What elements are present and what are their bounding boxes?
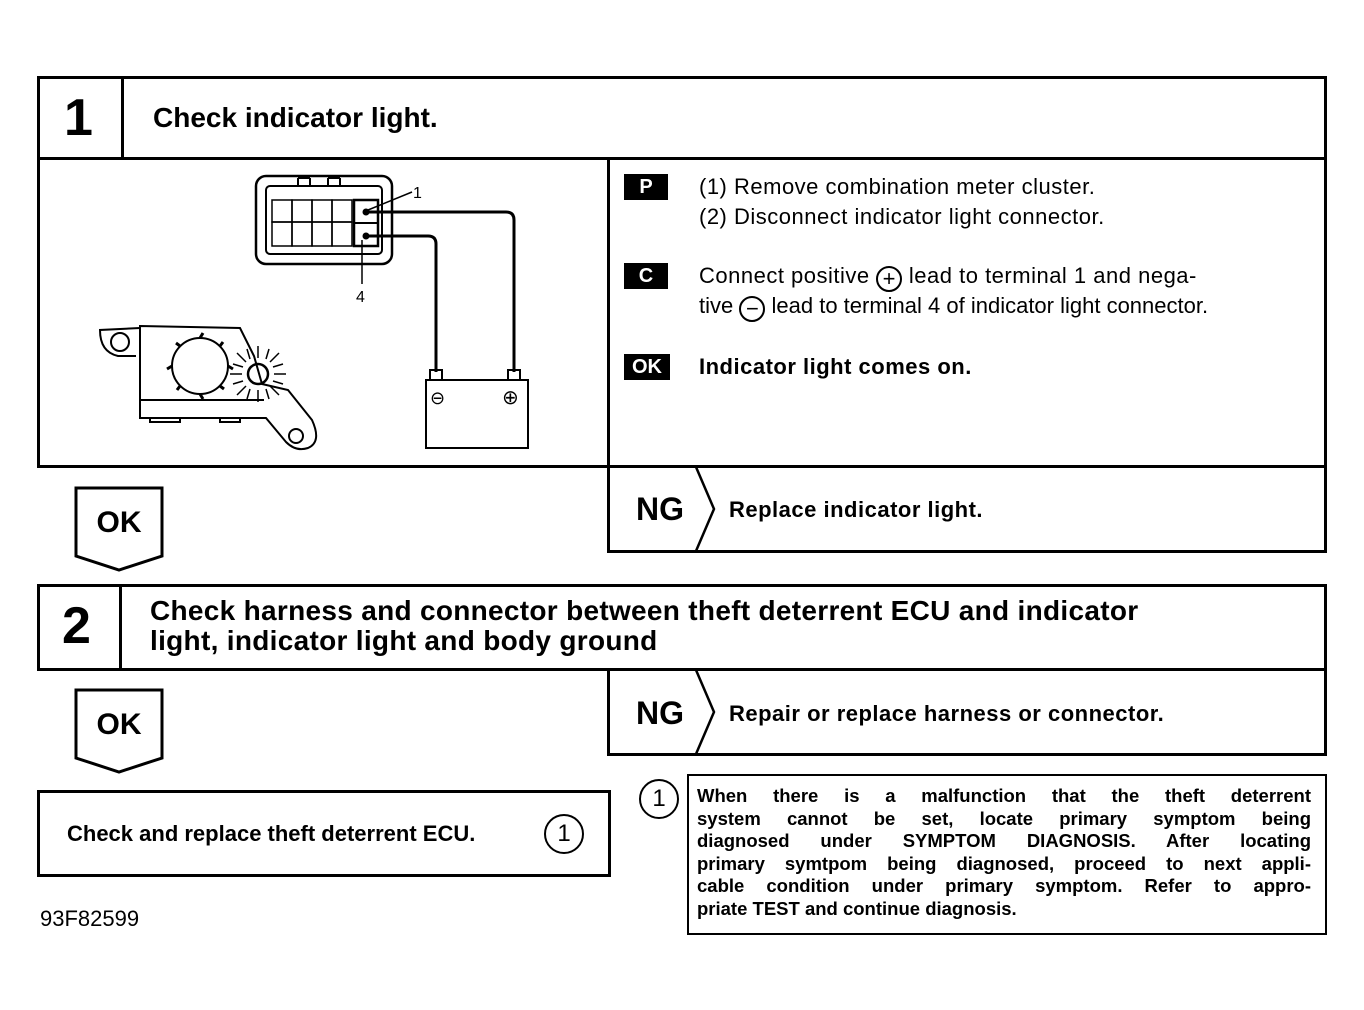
positive-wire bbox=[368, 210, 516, 372]
c-line2-a: tive bbox=[699, 293, 734, 318]
ok-text: Indicator light comes on. bbox=[699, 354, 972, 379]
step1-number: 1 bbox=[64, 89, 93, 147]
step1-ok-label: OK bbox=[96, 506, 142, 539]
note-line6: priate TEST and continue diagnosis. bbox=[697, 897, 1017, 919]
tag-p: P bbox=[624, 174, 668, 200]
battery-pos-symbol: ⊕ bbox=[502, 385, 519, 409]
final-ref-circle: 1 bbox=[544, 814, 584, 854]
final-action-box bbox=[37, 790, 611, 877]
battery bbox=[425, 379, 529, 449]
terminal-1-label: 1 bbox=[413, 185, 422, 202]
step2-ng-label: NG bbox=[636, 695, 684, 731]
indicator-light-assembly bbox=[98, 324, 318, 451]
step2-ng-box bbox=[607, 668, 1327, 756]
negative-wire bbox=[368, 234, 438, 372]
step1-ng-chevron bbox=[694, 467, 716, 551]
note-line3: diagnosed under SYMPTOM DIAGNOSIS. After… bbox=[697, 830, 1311, 851]
step2-title-line2: light, indicator light and body ground bbox=[150, 625, 658, 656]
c-line2-b: lead to terminal 4 of indicator light co… bbox=[771, 293, 1209, 318]
note-line5: cable condition under primary symptom. R… bbox=[697, 875, 1311, 896]
step2-ng-text: Repair or replace harness or connector. bbox=[729, 701, 1165, 726]
step1-ng-box bbox=[607, 465, 1327, 553]
tag-c: C bbox=[624, 263, 668, 289]
c-line1-a: Connect positive bbox=[699, 263, 870, 288]
step1-ng-text: Replace indicator light. bbox=[729, 497, 984, 522]
battery-pos-post bbox=[507, 369, 521, 381]
step1-body-divider bbox=[607, 157, 610, 552]
c-line2: tive − lead to terminal 4 of indicator l… bbox=[699, 291, 1208, 322]
terminal-1-dot bbox=[362, 208, 370, 216]
tag-ok: OK bbox=[624, 354, 670, 380]
note-ref-circle: 1 bbox=[639, 779, 679, 819]
connector-inner bbox=[265, 185, 383, 255]
connector-outer bbox=[254, 174, 394, 266]
step2-title-line1: Check harness and connector between thef… bbox=[150, 595, 1139, 626]
c-line1-b: lead to terminal 1 and nega- bbox=[908, 263, 1197, 288]
negative-symbol: − bbox=[739, 296, 766, 322]
p-line1: (1) Remove combination meter cluster. bbox=[699, 174, 1096, 199]
connector-cavities bbox=[271, 199, 353, 247]
connector-latch bbox=[297, 177, 341, 186]
step1-ok-arrow bbox=[74, 486, 164, 572]
step2-ok-label: OK bbox=[96, 708, 142, 741]
step2-ng-chevron bbox=[694, 670, 716, 754]
note-text: When there is a malfunction that the the… bbox=[697, 785, 1311, 920]
terminal-4-dot bbox=[362, 232, 370, 240]
step1-number-divider bbox=[121, 76, 124, 160]
figure-id: 93F82599 bbox=[40, 906, 140, 931]
p-line2: (2) Disconnect indicator light connector… bbox=[699, 204, 1105, 229]
note-line4: primary symtpom being diagnosed, proceed… bbox=[697, 852, 1311, 874]
final-action-text: Check and replace theft deterrent ECU. bbox=[67, 821, 476, 846]
step1-title: Check indicator light. bbox=[153, 102, 438, 133]
note-box bbox=[687, 774, 1327, 935]
step1-ng-label: NG bbox=[636, 491, 684, 527]
positive-symbol: + bbox=[876, 266, 903, 292]
step2-number-divider bbox=[119, 584, 122, 671]
step1-body bbox=[37, 157, 1327, 468]
note-line2: system cannot be set, locate primary sym… bbox=[697, 807, 1311, 829]
c-line1: Connect positive + lead to terminal 1 an… bbox=[699, 261, 1319, 292]
battery-neg-symbol: ⊖ bbox=[430, 388, 445, 409]
step2-number: 2 bbox=[62, 597, 91, 655]
note-line1: When there is a malfunction that the the… bbox=[697, 785, 1311, 806]
step2-ok-arrow bbox=[74, 688, 164, 774]
step2-header bbox=[37, 584, 1327, 671]
terminal-4-label: 4 bbox=[356, 289, 365, 306]
indicator-light-diagram: 1 4 ⊖ ⊕ bbox=[98, 174, 529, 451]
battery-neg-post bbox=[429, 369, 443, 381]
